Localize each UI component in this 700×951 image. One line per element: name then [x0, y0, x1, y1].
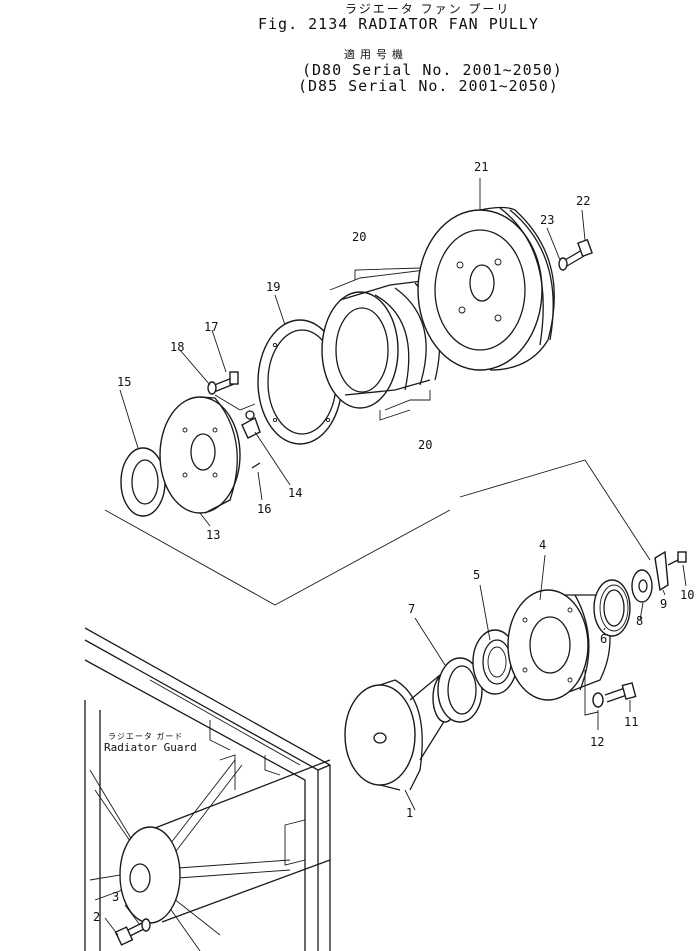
callout-20-bottom: 20 [418, 438, 433, 452]
radiator-guard-drawing [84, 627, 331, 951]
part-11-12-bolt [592, 682, 637, 708]
callout-9: 9 [660, 597, 668, 611]
applicable-models-japanese: 適用号機 [344, 48, 408, 61]
callout-10: 10 [680, 588, 695, 602]
callout-17: 17 [204, 320, 219, 334]
japanese-title: ラジエータ ファン プーリ [345, 2, 511, 16]
callout-7: 7 [408, 602, 416, 616]
part-9-10-plate-bolt [654, 550, 687, 592]
callout-20-top: 20 [352, 230, 367, 244]
part-15-gasket [120, 447, 166, 517]
part-16-pin [251, 462, 261, 469]
callout-16: 16 [257, 502, 272, 516]
callout-leader-lines [104, 178, 687, 936]
part-13-plate [159, 396, 241, 514]
serial-line-d80: (D80 Serial No. 2001~2050) [302, 61, 563, 79]
callout-15: 15 [117, 375, 132, 389]
callout-23: 23 [540, 213, 555, 227]
part-8-cap [631, 569, 653, 603]
part-21-pulley [417, 206, 555, 371]
callout-21: 21 [474, 160, 489, 174]
part-6-bearing [593, 579, 631, 637]
part-22-23-bolt [558, 238, 593, 271]
callout-6: 6 [600, 632, 608, 646]
part-17-18-bolt [207, 371, 239, 395]
part-19-ring [257, 319, 343, 445]
callout-5: 5 [473, 568, 481, 582]
part-7-ring [437, 657, 483, 723]
callout-14: 14 [288, 486, 303, 500]
callout-8: 8 [636, 614, 644, 628]
callout-11: 11 [624, 715, 639, 729]
callout-19: 19 [266, 280, 281, 294]
callout-22: 22 [576, 194, 591, 208]
callout-1: 1 [406, 806, 414, 820]
callout-12: 12 [590, 735, 605, 749]
part-14-fitting [241, 410, 261, 439]
callout-13: 13 [206, 528, 221, 542]
callout-18: 18 [170, 340, 185, 354]
figure-title: Fig. 2134 RADIATOR FAN PULLY [258, 15, 539, 33]
radiator-guard-label: Radiator Guard [104, 741, 197, 754]
callout-3: 3 [112, 890, 120, 904]
radiator-guard-japanese-label: ラジエータ ガード [108, 732, 184, 741]
serial-line-d85: (D85 Serial No. 2001~2050) [298, 77, 559, 95]
part-2-3-bolt [114, 918, 151, 946]
callout-4: 4 [539, 538, 547, 552]
callout-2: 2 [93, 910, 101, 924]
